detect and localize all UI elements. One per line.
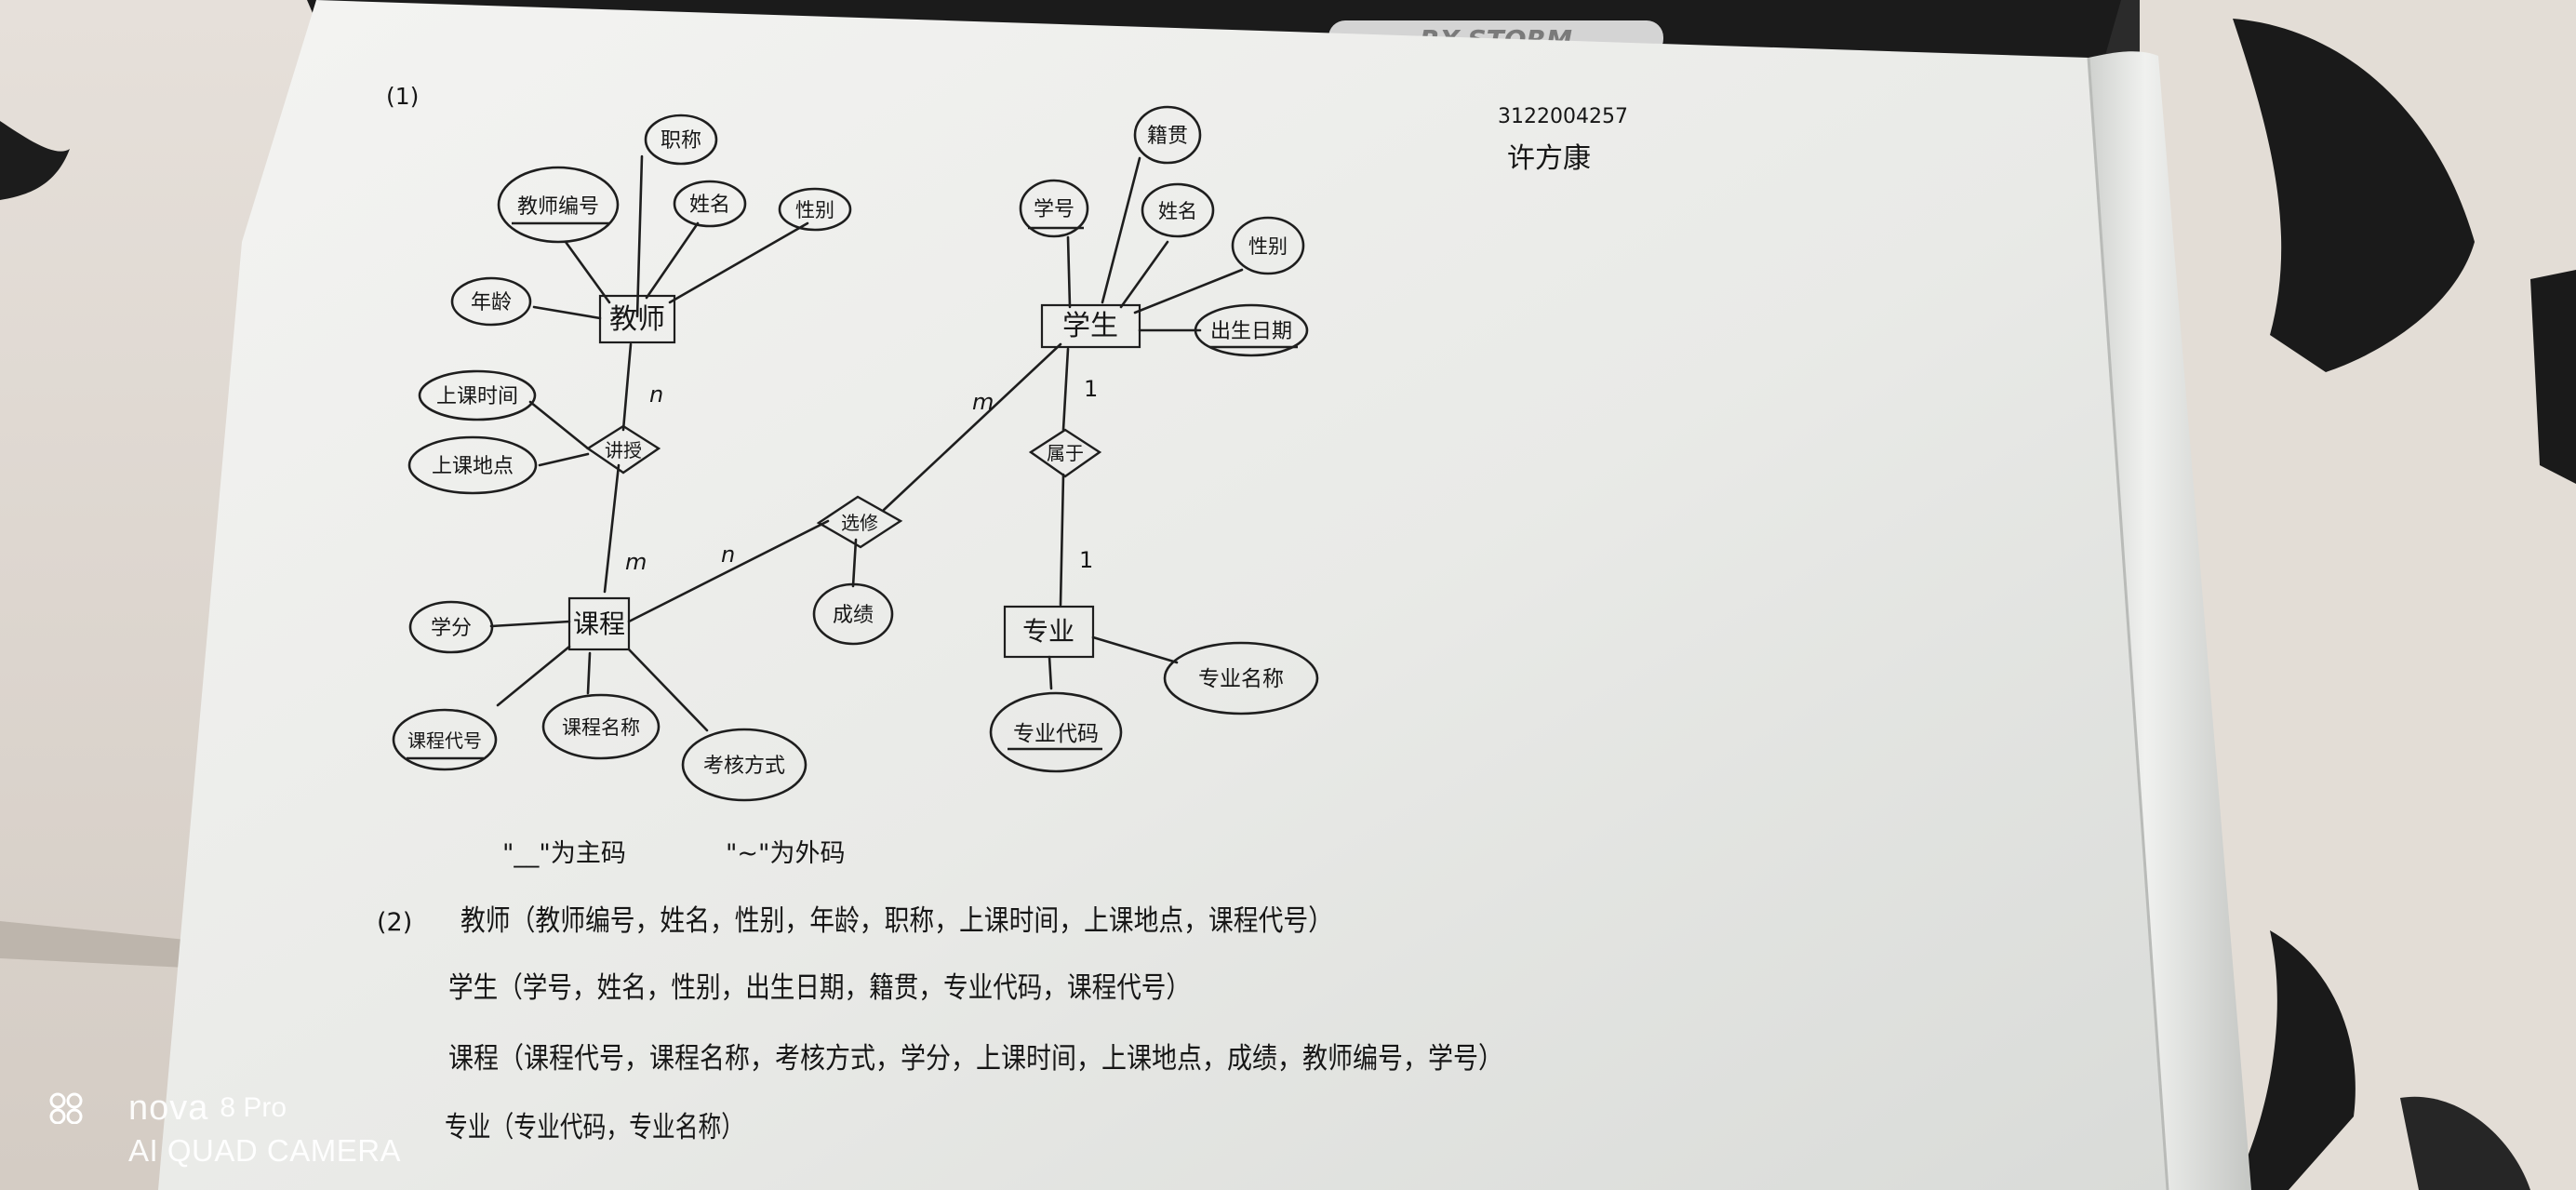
- card-belong-student: 1: [1084, 376, 1098, 402]
- paper-roll: [2089, 51, 2251, 1190]
- camera-watermark: nova 8 Pro AI QUAD CAMERA: [48, 1087, 401, 1172]
- watermark-brand: nova: [128, 1088, 209, 1128]
- attr-teacher-title: 职称: [661, 129, 701, 153]
- attr-teacher-age: 年龄: [471, 291, 512, 314]
- entity-teacher: 教师: [609, 303, 665, 336]
- schema-relation-2: 学生（学号，姓名，性别，出生日期，籍贯，专业代码，课程代号）: [448, 971, 1191, 1005]
- attr-course-name: 课程名称: [562, 716, 640, 739]
- entity-course: 课程: [573, 608, 625, 639]
- relationship-select: 选修: [841, 512, 878, 534]
- part1-marker: (1): [386, 83, 419, 110]
- primary-key-note: "__"为主码: [502, 839, 626, 868]
- schema-relation-4: 专业（专业代码，专业名称）: [445, 1111, 744, 1144]
- student-id-note: 3122004257: [1498, 105, 1628, 128]
- part2-marker: (2): [377, 908, 412, 937]
- watermark-model: 8 Pro: [220, 1092, 287, 1123]
- foreign-key-note: "~"为外码: [726, 839, 845, 868]
- quad-camera-logo-icon: [49, 1092, 83, 1124]
- attr-course-id: 课程代号: [407, 729, 482, 752]
- card-select-course: n: [721, 542, 735, 568]
- attr-student-id: 学号: [1034, 198, 1074, 221]
- attr-teacher-name: 姓名: [689, 194, 730, 217]
- attr-student-name: 姓名: [1158, 200, 1197, 222]
- schema-relation-1: 教师（教师编号，姓名，性别，年龄，职称，上课时间，上课地点，课程代号）: [460, 904, 1333, 938]
- attr-teacher-gender: 性别: [795, 199, 834, 221]
- attr-major-id: 专业代码: [1013, 722, 1099, 746]
- entity-student: 学生: [1062, 310, 1118, 342]
- card-select-student: m: [972, 389, 994, 415]
- schema-relation-3: 课程（课程代号，课程名称，考核方式，学分，上课时间，上课地点，成绩，教师编号，学…: [448, 1042, 1503, 1076]
- attr-class-time: 上课时间: [436, 385, 518, 408]
- desk-mat-right: [2140, 0, 2576, 1190]
- attr-student-birth: 出生日期: [1210, 320, 1292, 343]
- entity-major: 专业: [1022, 616, 1074, 647]
- attr-class-place: 上课地点: [432, 455, 514, 478]
- attr-course-exam: 考核方式: [703, 755, 785, 778]
- attr-score: 成绩: [833, 604, 874, 627]
- attr-student-origin: 籍贯: [1147, 125, 1188, 148]
- card-teach-course: m: [625, 549, 647, 575]
- card-teach-teacher: n: [649, 381, 663, 408]
- watermark-camera: AI QUAD CAMERA: [128, 1133, 402, 1168]
- relational-schema: 教师（教师编号，姓名，性别，年龄，职称，上课时间，上课地点，课程代号） 学生（学号…: [445, 904, 1503, 1144]
- mat-print-right-top: [2233, 19, 2475, 372]
- attr-teacher-id: 教师编号: [517, 195, 599, 219]
- relationship-teach: 讲授: [605, 439, 642, 461]
- mat-print-right-bottom: [2233, 930, 2356, 1190]
- attr-course-credit: 学分: [431, 617, 472, 640]
- attr-major-name: 专业名称: [1198, 667, 1284, 691]
- attr-student-gender: 性别: [1248, 235, 1288, 258]
- paper-sheet: [158, 0, 2168, 1190]
- relationship-belong: 属于: [1047, 442, 1084, 464]
- author-name: 许方康: [1507, 142, 1591, 175]
- mat-print-left: [0, 121, 70, 200]
- card-belong-major: 1: [1079, 547, 1093, 573]
